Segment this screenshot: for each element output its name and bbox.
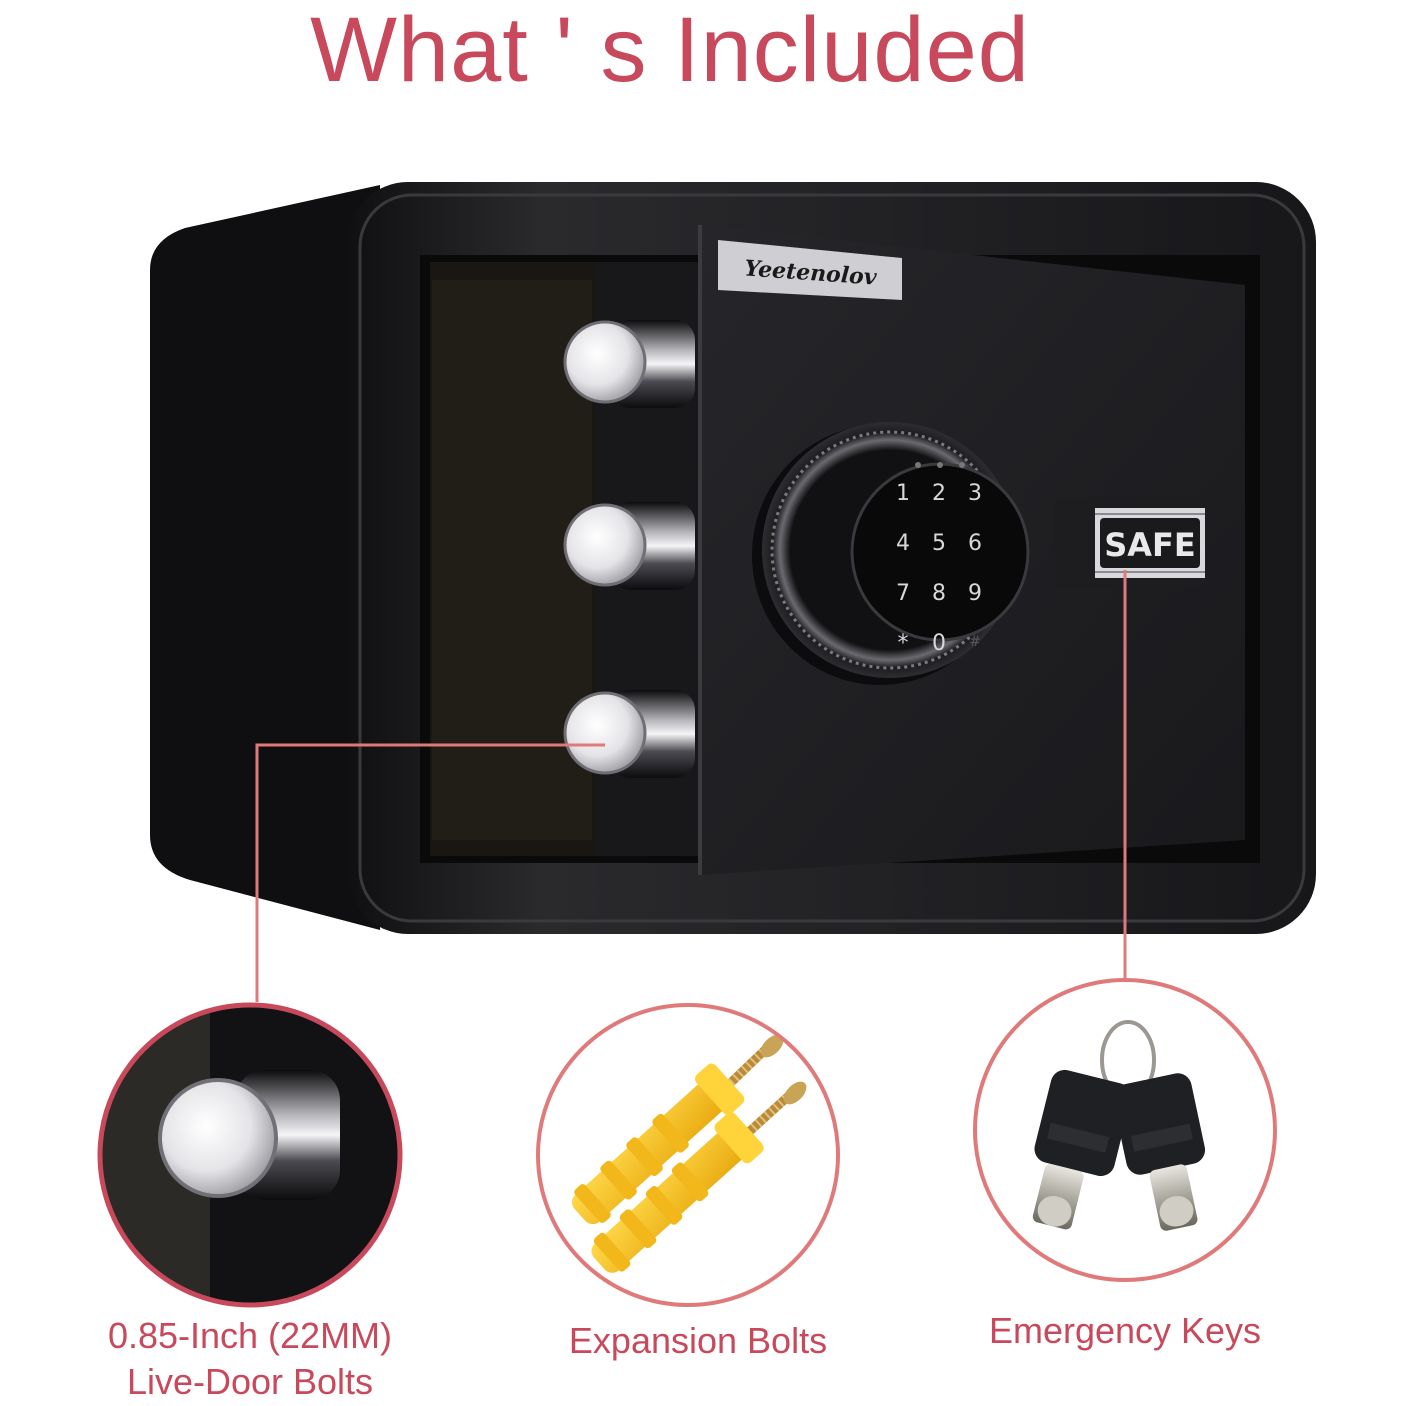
- keypad-key: 4: [896, 531, 910, 556]
- callout-lines: [255, 570, 1127, 1002]
- handle-label: SAFE: [1104, 526, 1196, 564]
- key-icon: [973, 978, 1277, 1282]
- expansion-bolt-icon: [536, 1003, 840, 1307]
- caption-door-bolts-line1: 0.85-Inch (22MM): [107, 1315, 393, 1356]
- caption-door-bolts-line2: Live-Door Bolts: [126, 1361, 374, 1402]
- keypad-key: 7: [896, 581, 910, 606]
- keypad-key: #: [969, 634, 981, 650]
- caption-emergency-keys-line1: Emergency Keys: [988, 1310, 1262, 1351]
- safe-handle: SAFE: [1055, 497, 1205, 589]
- keypad-key: 2: [932, 481, 946, 506]
- keypad-key: 3: [968, 481, 982, 506]
- keypad-key: 6: [968, 531, 982, 556]
- keypad-key: 8: [932, 581, 946, 606]
- caption-emergency-keys: Emergency Keys: [915, 1308, 1335, 1354]
- safe-body-side: [150, 185, 380, 930]
- page-title: What ' s Included: [310, 0, 1030, 101]
- keypad-key: *: [898, 631, 909, 656]
- brand-plate: [718, 240, 902, 300]
- bolt-callout-line: [255, 743, 605, 1002]
- caption-expansion-bolts: Expansion Bolts: [488, 1318, 908, 1364]
- live-door-bolt: [563, 502, 695, 590]
- caption-door-bolts: 0.85-Inch (22MM) Live-Door Bolts: [50, 1313, 450, 1405]
- keypad-key: 9: [968, 581, 982, 606]
- live-door-bolt: [563, 320, 695, 408]
- caption-expansion-bolts-line1: Expansion Bolts: [568, 1320, 828, 1361]
- door-bolt-icon: [97, 1002, 403, 1308]
- keypad-key: 1: [896, 481, 910, 506]
- live-door-bolt: [563, 690, 695, 778]
- keypad-key: 5: [932, 531, 946, 556]
- keypad-key: 0: [932, 631, 946, 656]
